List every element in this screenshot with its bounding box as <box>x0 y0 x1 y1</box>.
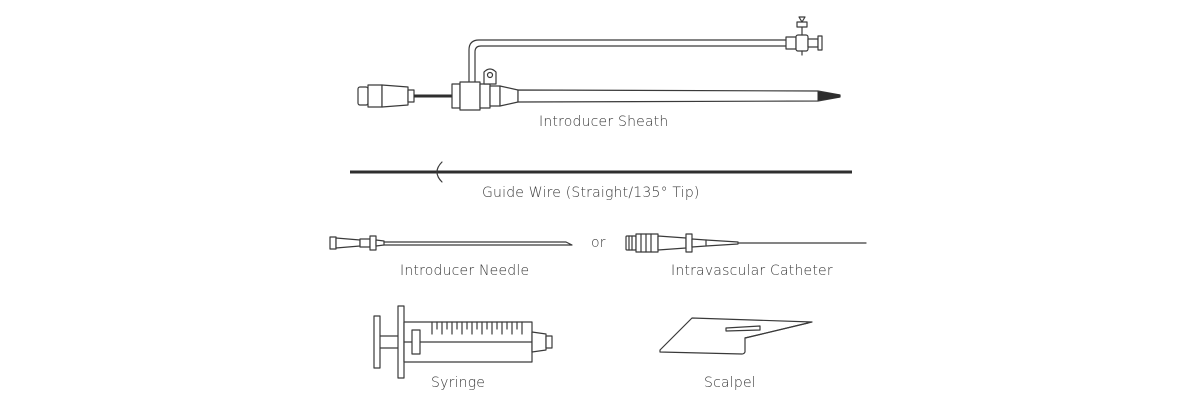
intravascular-catheter-illustration <box>625 233 867 253</box>
syringe-graduations <box>431 321 523 335</box>
introducer-needle-illustration <box>329 235 573 251</box>
scalpel-illustration <box>659 317 813 355</box>
introducer-needle-label: Introducer Needle <box>400 263 530 279</box>
introducer-sheath-label: Introducer Sheath <box>539 114 669 130</box>
guide-wire-illustration <box>350 161 852 183</box>
or-separator: or <box>591 235 606 251</box>
scalpel-label: Scalpel <box>704 375 756 391</box>
intravascular-catheter-label: Intravascular Catheter <box>671 263 833 279</box>
introducer-sheath-illustration <box>357 16 841 111</box>
syringe-illustration <box>373 305 553 379</box>
syringe-label: Syringe <box>431 375 486 391</box>
guide-wire-label: Guide Wire (Straight/135° Tip) <box>482 185 700 201</box>
